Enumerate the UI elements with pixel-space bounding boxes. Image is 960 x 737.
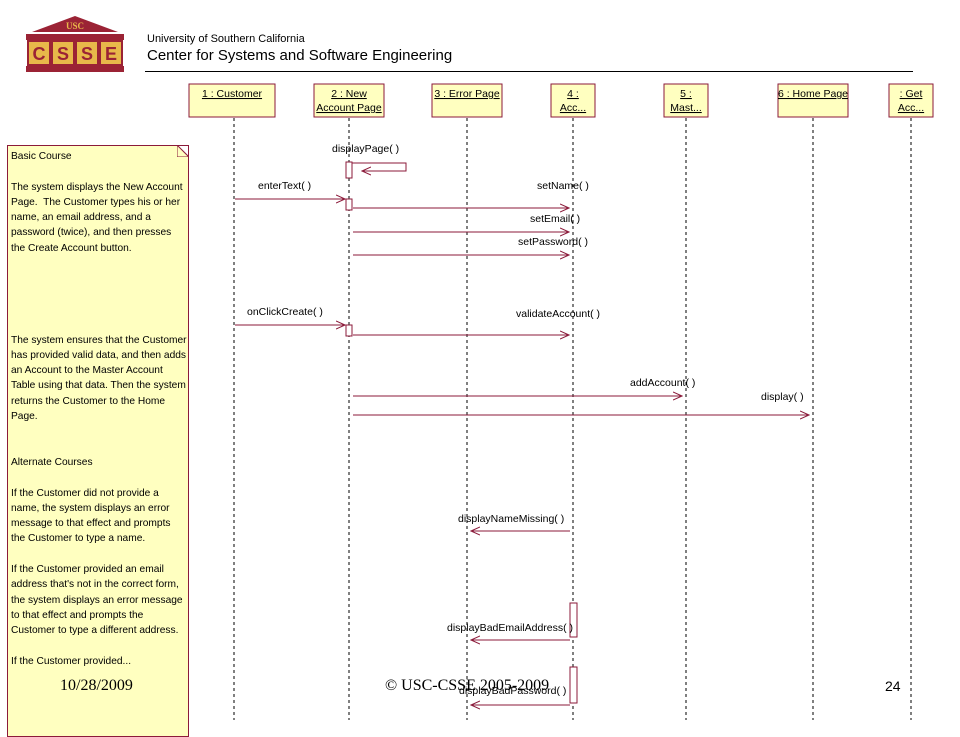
- object-box-master: 5 : Mast...: [663, 83, 709, 118]
- message-label: display( ): [761, 391, 804, 403]
- message-arrow: [352, 162, 407, 171]
- object-label: 3 : Error Page: [434, 88, 500, 100]
- message-label: displayBadPassword( ): [459, 685, 566, 697]
- object-box-customer: 1 : Customer: [188, 83, 276, 118]
- object-label: 1 : Customer: [202, 88, 263, 100]
- message-label: displayPage( ): [332, 143, 399, 155]
- slide-header: USC C S S E University of Southern Calif…: [0, 0, 960, 80]
- message-label: displayBadEmailAddress( ): [447, 622, 573, 634]
- activation-bar: [569, 666, 578, 704]
- university-name: University of Southern California: [147, 33, 305, 45]
- object-label: Mast...: [670, 102, 702, 114]
- object-label: Acc...: [898, 102, 924, 114]
- object-label: 4 :: [567, 88, 579, 100]
- message-label: setName( ): [537, 180, 589, 192]
- object-box-home-page: 6 : Home Page: [777, 83, 849, 118]
- use-case-note: Basic Course The system displays the New…: [7, 145, 189, 737]
- message-label: setPassword( ): [518, 236, 588, 248]
- object-box-get-account: : Get Acc...: [888, 83, 934, 118]
- message-label: setEmail( ): [530, 213, 580, 225]
- object-label: 2 : New: [331, 88, 367, 100]
- footer-copyright: © USC-CSSE 2005-2009: [385, 677, 550, 694]
- activation-bar: [345, 198, 353, 211]
- center-name: Center for Systems and Software Engineer…: [147, 47, 453, 64]
- activation-bar: [345, 161, 353, 179]
- object-label: Acc...: [560, 102, 586, 114]
- message-label: onClickCreate( ): [247, 306, 323, 318]
- note-fold-corner: [177, 146, 188, 157]
- logo-letter: E: [105, 44, 117, 64]
- header-divider: [145, 71, 913, 72]
- message-label: addAccount( ): [630, 377, 695, 389]
- sequence-diagram: 1 : Customer 2 : New Account Page 3 : Er…: [188, 83, 934, 720]
- object-label: : Get: [900, 88, 923, 100]
- message-label: enterText( ): [258, 180, 311, 192]
- object-label: Account Page: [316, 102, 382, 114]
- page-number: 24: [885, 678, 901, 694]
- logo-letter: S: [57, 44, 69, 64]
- logo-letter: S: [81, 44, 93, 64]
- activation-bar: [345, 324, 353, 337]
- note-text: Basic Course The system displays the New…: [11, 151, 187, 667]
- object-label: 6 : Home Page: [778, 88, 848, 100]
- object-label: 5 :: [680, 88, 692, 100]
- message-label: displayNameMissing( ): [458, 513, 564, 525]
- logo-usc-text: USC: [66, 21, 84, 31]
- message-label: validateAccount( ): [516, 308, 600, 320]
- logo-letter: C: [33, 44, 46, 64]
- object-box-account: 4 : Acc...: [550, 83, 596, 118]
- footer-date: 10/28/2009: [60, 677, 133, 694]
- object-box-new-account-page: 2 : New Account Page: [313, 83, 385, 118]
- object-box-error-page: 3 : Error Page: [431, 83, 503, 118]
- usc-csse-logo: USC C S S E: [26, 16, 124, 72]
- activation-bar: [569, 602, 578, 638]
